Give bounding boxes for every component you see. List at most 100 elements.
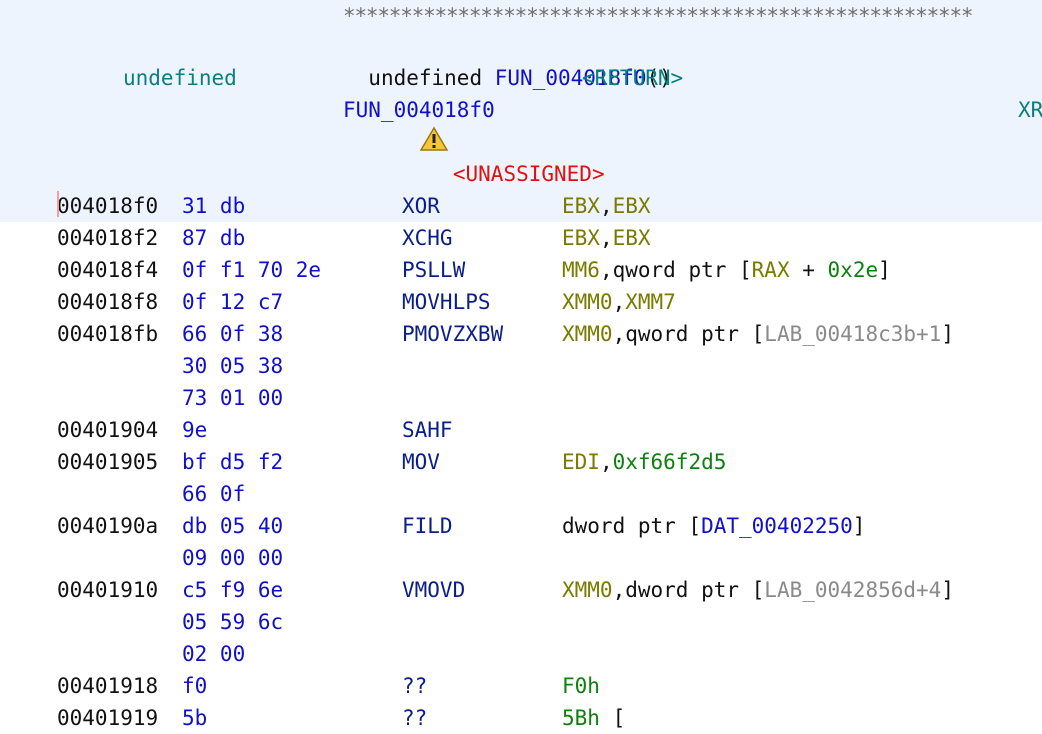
- listing-mnemonic-cell[interactable]: MOV: [402, 450, 440, 474]
- operand-part: ,qword ptr [: [612, 322, 765, 346]
- listing-bytes-cell[interactable]: 0f 12 c7: [182, 290, 284, 314]
- listing-operands-cell[interactable]: EBX,EBX: [562, 190, 651, 222]
- listing-row[interactable]: 73 01 00: [0, 382, 1042, 414]
- xref-label[interactable]: XR: [1018, 98, 1042, 122]
- operand-part: 0xf66f2d5: [612, 450, 727, 474]
- listing-mnemonic-cell[interactable]: VMOVD: [402, 578, 466, 602]
- operand-part: 0x2e: [827, 258, 879, 282]
- listing-operands-cell[interactable]: 5Bh [: [562, 702, 625, 734]
- listing-bytes-cell[interactable]: 87 db: [182, 226, 246, 250]
- operand-part: ]: [878, 258, 891, 282]
- listing-row[interactable]: 0040190a db 05 40 FILD dword ptr [DAT_00402…: [0, 510, 1042, 542]
- listing-operands-cell[interactable]: MM6,qword ptr [RAX + 0x2e]: [562, 254, 891, 286]
- listing-row[interactable]: 00401905 bf d5 f2 MOV EDI,0xf66f2d5: [0, 446, 1042, 478]
- listing-operands-cell[interactable]: dword ptr [DAT_00402250]: [562, 510, 865, 542]
- listing-row[interactable]: 004018f2 87 db XCHG EBX,EBX: [0, 222, 1042, 254]
- operand-part[interactable]: EBX: [562, 194, 600, 218]
- operand-part: ]: [941, 322, 954, 346]
- listing-row[interactable]: 05 59 6c: [0, 606, 1042, 638]
- listing-operands-cell[interactable]: XMM0,dword ptr [LAB_0042856d+4]: [562, 574, 954, 606]
- listing-row[interactable]: 004018f8 0f 12 c7 MOVHLPS XMM0,XMM7: [0, 286, 1042, 318]
- return-type-label: undefined: [123, 66, 237, 90]
- header-separator-stars: ****************************************…: [343, 4, 974, 28]
- listing-row[interactable]: 00401904 9e SAHF: [0, 414, 1042, 446]
- listing-bytes-cell[interactable]: db 05 40: [182, 514, 284, 538]
- listing-addr-cell[interactable]: 004018f8: [57, 290, 159, 314]
- listing-row[interactable]: 66 0f: [0, 478, 1042, 510]
- signature-return-type: undefined: [368, 66, 483, 90]
- listing-addr-cell[interactable]: 00401918: [57, 674, 159, 698]
- listing-addr-cell[interactable]: 00401905: [57, 450, 159, 474]
- listing-addr-cell[interactable]: 00401910: [57, 578, 159, 602]
- listing-addr-cell[interactable]: 00401919: [57, 706, 159, 730]
- listing-row[interactable]: 30 05 38: [0, 350, 1042, 382]
- listing-mnemonic-cell[interactable]: SAHF: [402, 418, 453, 442]
- listing-bytes-cell[interactable]: bf d5 f2: [182, 450, 284, 474]
- listing-row[interactable]: 004018f4 0f f1 70 2e PSLLW MM6,qword ptr [R…: [0, 254, 1042, 286]
- listing-bytes-cell[interactable]: c5 f9 6e: [182, 578, 284, 602]
- listing-addr-cell[interactable]: 004018f4: [57, 258, 159, 282]
- return-storage: <UNASSIGNED>: [343, 62, 605, 193]
- operand-part: ,: [599, 226, 613, 250]
- listing-addr-cell[interactable]: 004018f0: [57, 194, 159, 218]
- listing-mnemonic-cell[interactable]: ??: [402, 674, 428, 698]
- operand-part[interactable]: EBX: [562, 226, 600, 250]
- operand-part[interactable]: MM6: [562, 258, 600, 282]
- unassigned-storage: <UNASSIGNED>: [452, 162, 605, 186]
- signature-function-name[interactable]: FUN_004018f0: [494, 66, 647, 90]
- operand-part: ]: [941, 578, 954, 602]
- listing-bytes-cell[interactable]: 9e: [182, 418, 208, 442]
- listing-operands-cell[interactable]: EDI,0xf66f2d5: [562, 446, 726, 478]
- listing-addr-cell[interactable]: 0040190a: [57, 514, 159, 538]
- listing-mnemonic-cell[interactable]: PMOVZXBW: [402, 322, 504, 346]
- operand-part[interactable]: EBX: [612, 194, 651, 218]
- listing-mnemonic-cell[interactable]: PSLLW: [402, 258, 466, 282]
- operand-part[interactable]: EBX: [612, 226, 651, 250]
- listing-bytes-cell[interactable]: 31 db: [182, 194, 246, 218]
- operand-part: ]: [852, 514, 866, 538]
- listing-bytes-cell[interactable]: 0f f1 70 2e: [182, 258, 322, 282]
- listing-mnemonic-cell[interactable]: MOVHLPS: [402, 290, 491, 314]
- listing-operands-cell[interactable]: XMM0,XMM7: [562, 286, 676, 318]
- listing-bytes-cell[interactable]: 73 01 00: [182, 386, 284, 410]
- listing-addr-cell[interactable]: 00401904: [57, 418, 159, 442]
- signature-parens: (): [646, 66, 672, 90]
- operand-part[interactable]: XMM7: [625, 290, 676, 314]
- listing-row[interactable]: 004018fb 66 0f 38 PMOVZXBW XMM0,qword ptr […: [0, 318, 1042, 350]
- listing-bytes-cell[interactable]: 66 0f 38: [182, 322, 284, 346]
- listing-addr-cell[interactable]: 004018f2: [57, 226, 159, 250]
- listing-bytes-cell[interactable]: 09 00 00: [182, 546, 284, 570]
- function-signature[interactable]: undefined FUN_004018f0(): [343, 30, 672, 94]
- operand-part: ,dword ptr [: [612, 578, 765, 602]
- listing-mnemonic-cell[interactable]: FILD: [402, 514, 453, 538]
- operand-part: ,: [612, 290, 626, 314]
- operand-part[interactable]: DAT_00402250: [701, 514, 853, 538]
- listing-bytes-cell[interactable]: f0: [182, 674, 208, 698]
- listing-bytes-cell[interactable]: 05 59 6c: [182, 610, 284, 634]
- listing-addr-cell[interactable]: 004018fb: [57, 322, 159, 346]
- listing-operands-cell[interactable]: EBX,EBX: [562, 222, 651, 254]
- listing-bytes-cell[interactable]: 66 0f: [182, 482, 246, 506]
- listing-row[interactable]: 004018f0 31 db XOR EBX,EBX: [0, 190, 1042, 222]
- listing-operands-cell[interactable]: F0h: [562, 670, 600, 702]
- listing-row[interactable]: 00401918 f0?? F0h: [0, 670, 1042, 702]
- operand-part[interactable]: XMM0: [562, 578, 613, 602]
- listing-bytes-cell[interactable]: 30 05 38: [182, 354, 284, 378]
- operand-part[interactable]: LAB_00418c3b+1: [764, 322, 942, 346]
- listing-mnemonic-cell[interactable]: XCHG: [402, 226, 453, 250]
- listing-bytes-cell[interactable]: 02 00: [182, 642, 246, 666]
- operand-part[interactable]: RAX: [751, 258, 790, 282]
- listing-mnemonic-cell[interactable]: ??: [402, 706, 428, 730]
- listing-row[interactable]: 00401910 c5 f9 6e VMOVD XMM0,dword ptr [LAB…: [0, 574, 1042, 606]
- listing-mnemonic-cell[interactable]: XOR: [402, 194, 440, 218]
- operand-part[interactable]: LAB_0042856d+4: [764, 578, 942, 602]
- operand-part[interactable]: XMM0: [562, 290, 613, 314]
- listing-bytes-cell[interactable]: 5b: [182, 706, 208, 730]
- listing-row[interactable]: 09 00 00: [0, 542, 1042, 574]
- listing-operands-cell[interactable]: XMM0,qword ptr [LAB_00418c3b+1]: [562, 318, 954, 350]
- listing-row[interactable]: 00401919 5b?? 5Bh [: [0, 702, 1042, 734]
- function-label[interactable]: FUN_004018f0: [343, 98, 495, 122]
- operand-part[interactable]: XMM0: [562, 322, 613, 346]
- listing-row[interactable]: 02 00: [0, 638, 1042, 670]
- operand-part[interactable]: EDI: [562, 450, 600, 474]
